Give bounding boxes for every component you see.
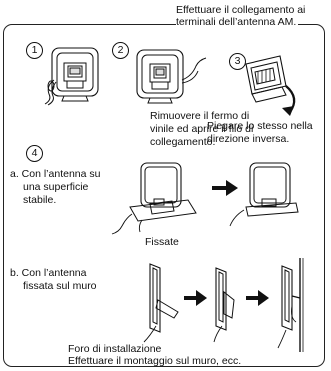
- option-b-step-1-illustration: [143, 263, 179, 343]
- step-1-number: 1: [26, 42, 43, 59]
- option-a-arrow: [212, 180, 238, 196]
- step-3-number: 3: [229, 53, 246, 70]
- option-a-line-2: una superficie: [23, 181, 89, 193]
- step-3-fold-illustration: [245, 55, 296, 116]
- step-2-number: 2: [112, 42, 129, 59]
- option-b-step-2-illustration: [213, 267, 235, 343]
- option-b-line-1: b. Con l’antenna: [10, 267, 87, 279]
- option-b-arrow-1: [184, 290, 207, 306]
- step-2-caption-line-2: vinile ed aprire il filo di: [150, 123, 254, 135]
- option-b-arrow-2: [246, 290, 269, 306]
- step-2-caption-line-1: Rimuovere il fermo di: [150, 110, 250, 122]
- option-a-before-illustration: [111, 162, 197, 235]
- option-b-hole-label: Foro di installazione: [68, 343, 162, 355]
- option-b-step-3-illustration: [277, 258, 304, 352]
- option-a-after-illustration: [229, 162, 299, 227]
- option-b-line-2: fissata sul muro: [23, 280, 97, 292]
- option-a-line-3: stabile.: [23, 194, 57, 206]
- step-2-caption-line-3: collegamento.: [150, 136, 216, 148]
- option-a-line-1: a. Con l’antenna su: [10, 168, 101, 180]
- instruction-frame: [3, 24, 325, 367]
- step-2-antenna-illustration: [136, 49, 207, 104]
- option-a-fix-label: Fissate: [145, 236, 179, 248]
- option-b-wall-label: Effettuare il montaggio sul muro, ecc.: [68, 355, 242, 367]
- step-3-caption-line-1: Piegare lo stesso nella: [207, 120, 313, 132]
- step-3-caption-line-2: direzione inversa.: [207, 133, 290, 145]
- step-1-antenna-illustration: [44, 47, 99, 106]
- step-4-number: 4: [26, 145, 43, 162]
- header-line-2: terminali dell’antenna AM.: [176, 16, 299, 29]
- header-line-1: Effettuare il collegamento ai: [176, 4, 306, 16]
